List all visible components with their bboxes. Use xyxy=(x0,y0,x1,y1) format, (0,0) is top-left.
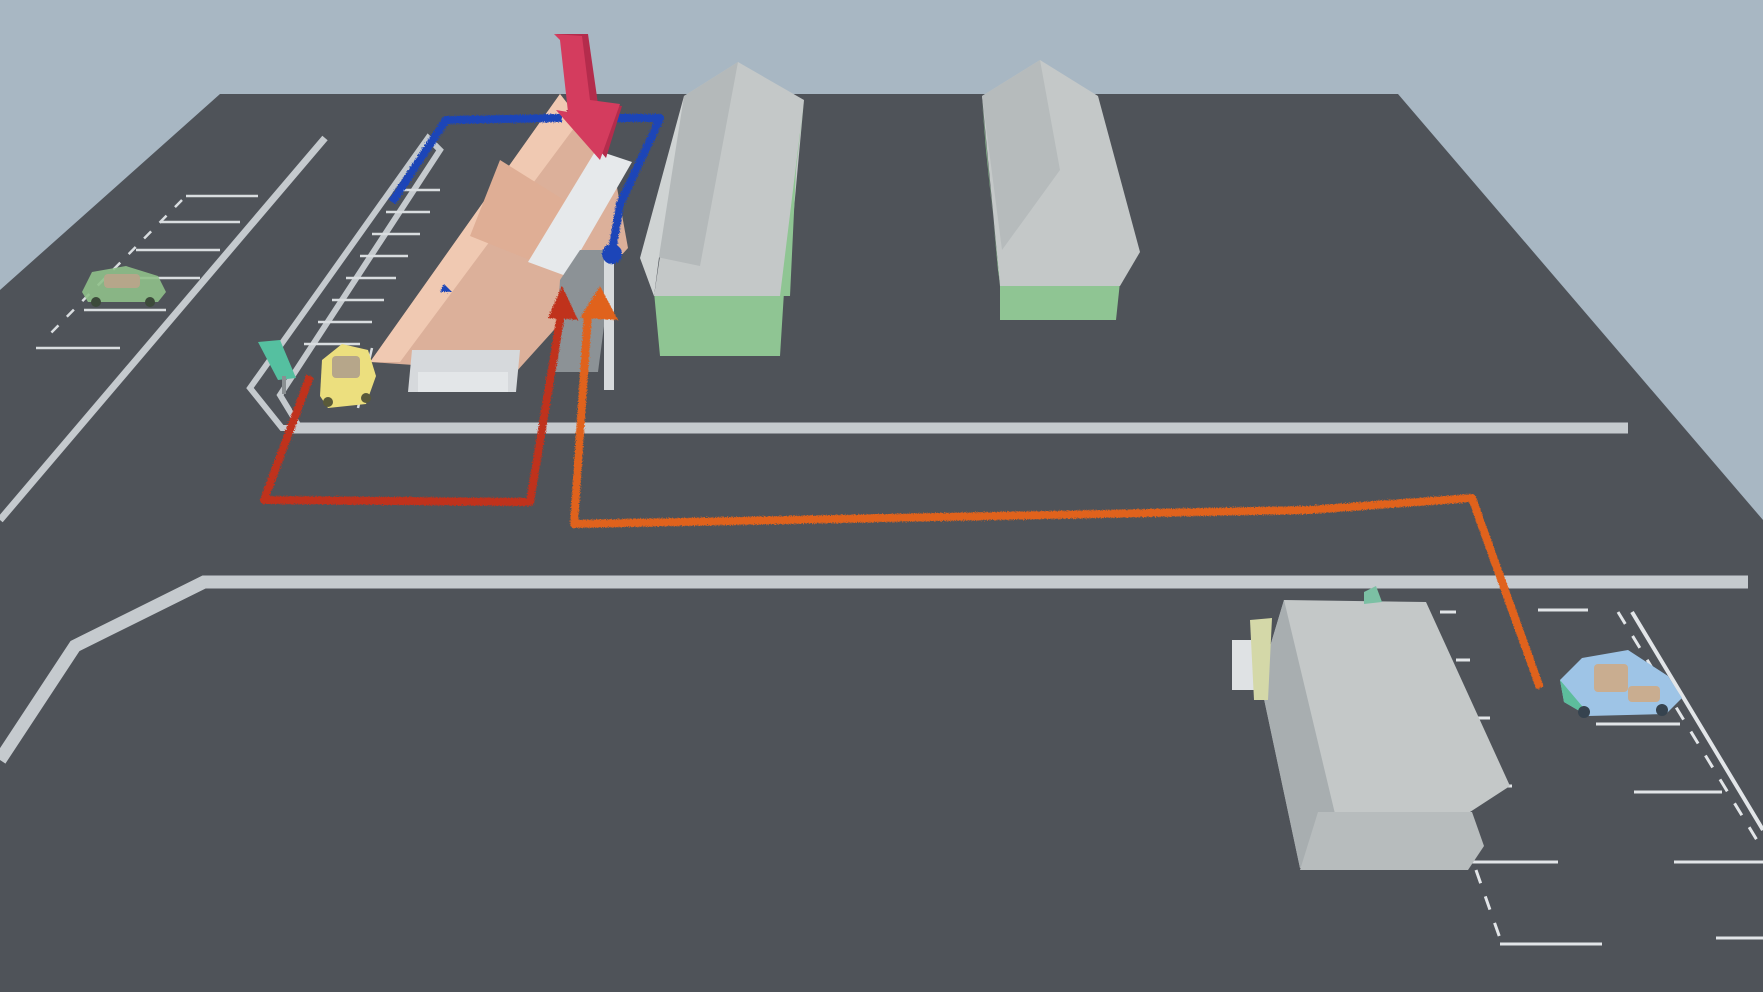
car-blue xyxy=(1560,650,1682,718)
building-gray-3 xyxy=(1232,586,1510,870)
car-icon xyxy=(82,266,166,307)
road-markings xyxy=(0,133,1748,764)
car-green xyxy=(82,266,166,307)
parking-curb-outline xyxy=(246,133,444,431)
building-gray-2-base xyxy=(1000,282,1120,320)
route-blue xyxy=(388,114,664,292)
building-gray-1-base xyxy=(654,292,784,356)
route-orange xyxy=(570,286,1544,690)
sign-post-icon xyxy=(258,340,296,394)
asphalt-ground xyxy=(0,94,1763,992)
road-line-lower-horizontal xyxy=(0,575,1748,764)
parking-stalls-right xyxy=(1440,608,1763,946)
road-line-left-diagonal xyxy=(0,135,328,523)
target-building-canopy xyxy=(528,150,632,276)
car-icon xyxy=(1560,650,1682,718)
building-gray-1 xyxy=(640,62,804,356)
route-red xyxy=(260,286,578,506)
target-down-arrow-icon xyxy=(554,34,622,160)
building-gray-2 xyxy=(982,60,1140,320)
car-icon xyxy=(320,344,376,408)
car-yellow xyxy=(320,344,376,408)
